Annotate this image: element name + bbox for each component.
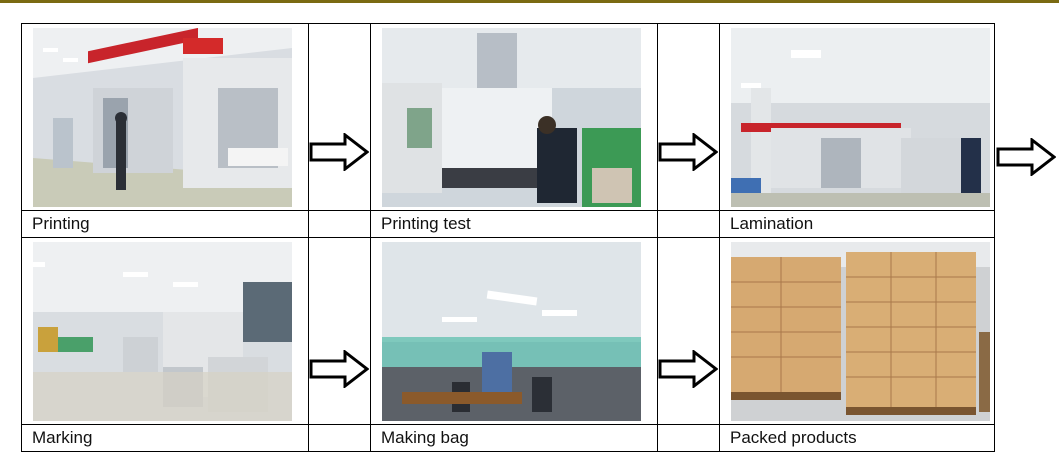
arrow-cell-2 xyxy=(657,23,720,211)
caption-cell-printing-test: Printing test xyxy=(370,210,658,238)
arrow-caption-cell-3 xyxy=(308,424,371,452)
right-outline-arrow-icon xyxy=(309,133,369,171)
arrow-caption-cell-1 xyxy=(308,210,371,238)
photo-cell-printing-test xyxy=(370,23,658,211)
right-outline-arrow-icon xyxy=(658,133,718,171)
photo-cell-packed-products xyxy=(719,237,995,425)
caption-cell-making-bag: Making bag xyxy=(370,424,658,452)
photo-cell-printing xyxy=(21,23,309,211)
photo-cell-lamination xyxy=(719,23,995,211)
right-outline-arrow-icon xyxy=(996,136,1057,181)
printing-test-photo xyxy=(382,28,641,207)
right-outline-arrow-icon xyxy=(658,350,718,388)
caption-cell-lamination: Lamination xyxy=(719,210,995,238)
lamination-machine-photo xyxy=(731,28,990,207)
printing-machine-photo xyxy=(33,28,292,207)
caption-cell-marking: Marking xyxy=(21,424,309,452)
arrow-cell-1 xyxy=(308,23,371,211)
packed-cartons-photo xyxy=(731,242,990,421)
top-rule xyxy=(0,0,1059,3)
arrow-cell-4 xyxy=(657,237,720,425)
process-flow-table: Printing Printing test Lamination xyxy=(21,23,995,452)
caption-cell-packed-products: Packed products xyxy=(719,424,995,452)
arrow-cell-3 xyxy=(308,237,371,425)
step-caption: Marking xyxy=(32,428,93,447)
bag-making-workshop-photo xyxy=(382,242,641,421)
step-caption: Packed products xyxy=(730,428,857,447)
caption-cell-printing: Printing xyxy=(21,210,309,238)
photo-cell-marking xyxy=(21,237,309,425)
arrow-caption-cell-4 xyxy=(657,424,720,452)
right-outline-arrow-icon xyxy=(309,350,369,388)
photo-cell-making-bag xyxy=(370,237,658,425)
step-caption: Printing xyxy=(32,214,90,233)
arrow-caption-cell-2 xyxy=(657,210,720,238)
step-caption: Lamination xyxy=(730,214,814,233)
marking-machines-photo xyxy=(33,242,292,421)
step-caption: Printing test xyxy=(381,214,471,233)
step-caption: Making bag xyxy=(381,428,469,447)
